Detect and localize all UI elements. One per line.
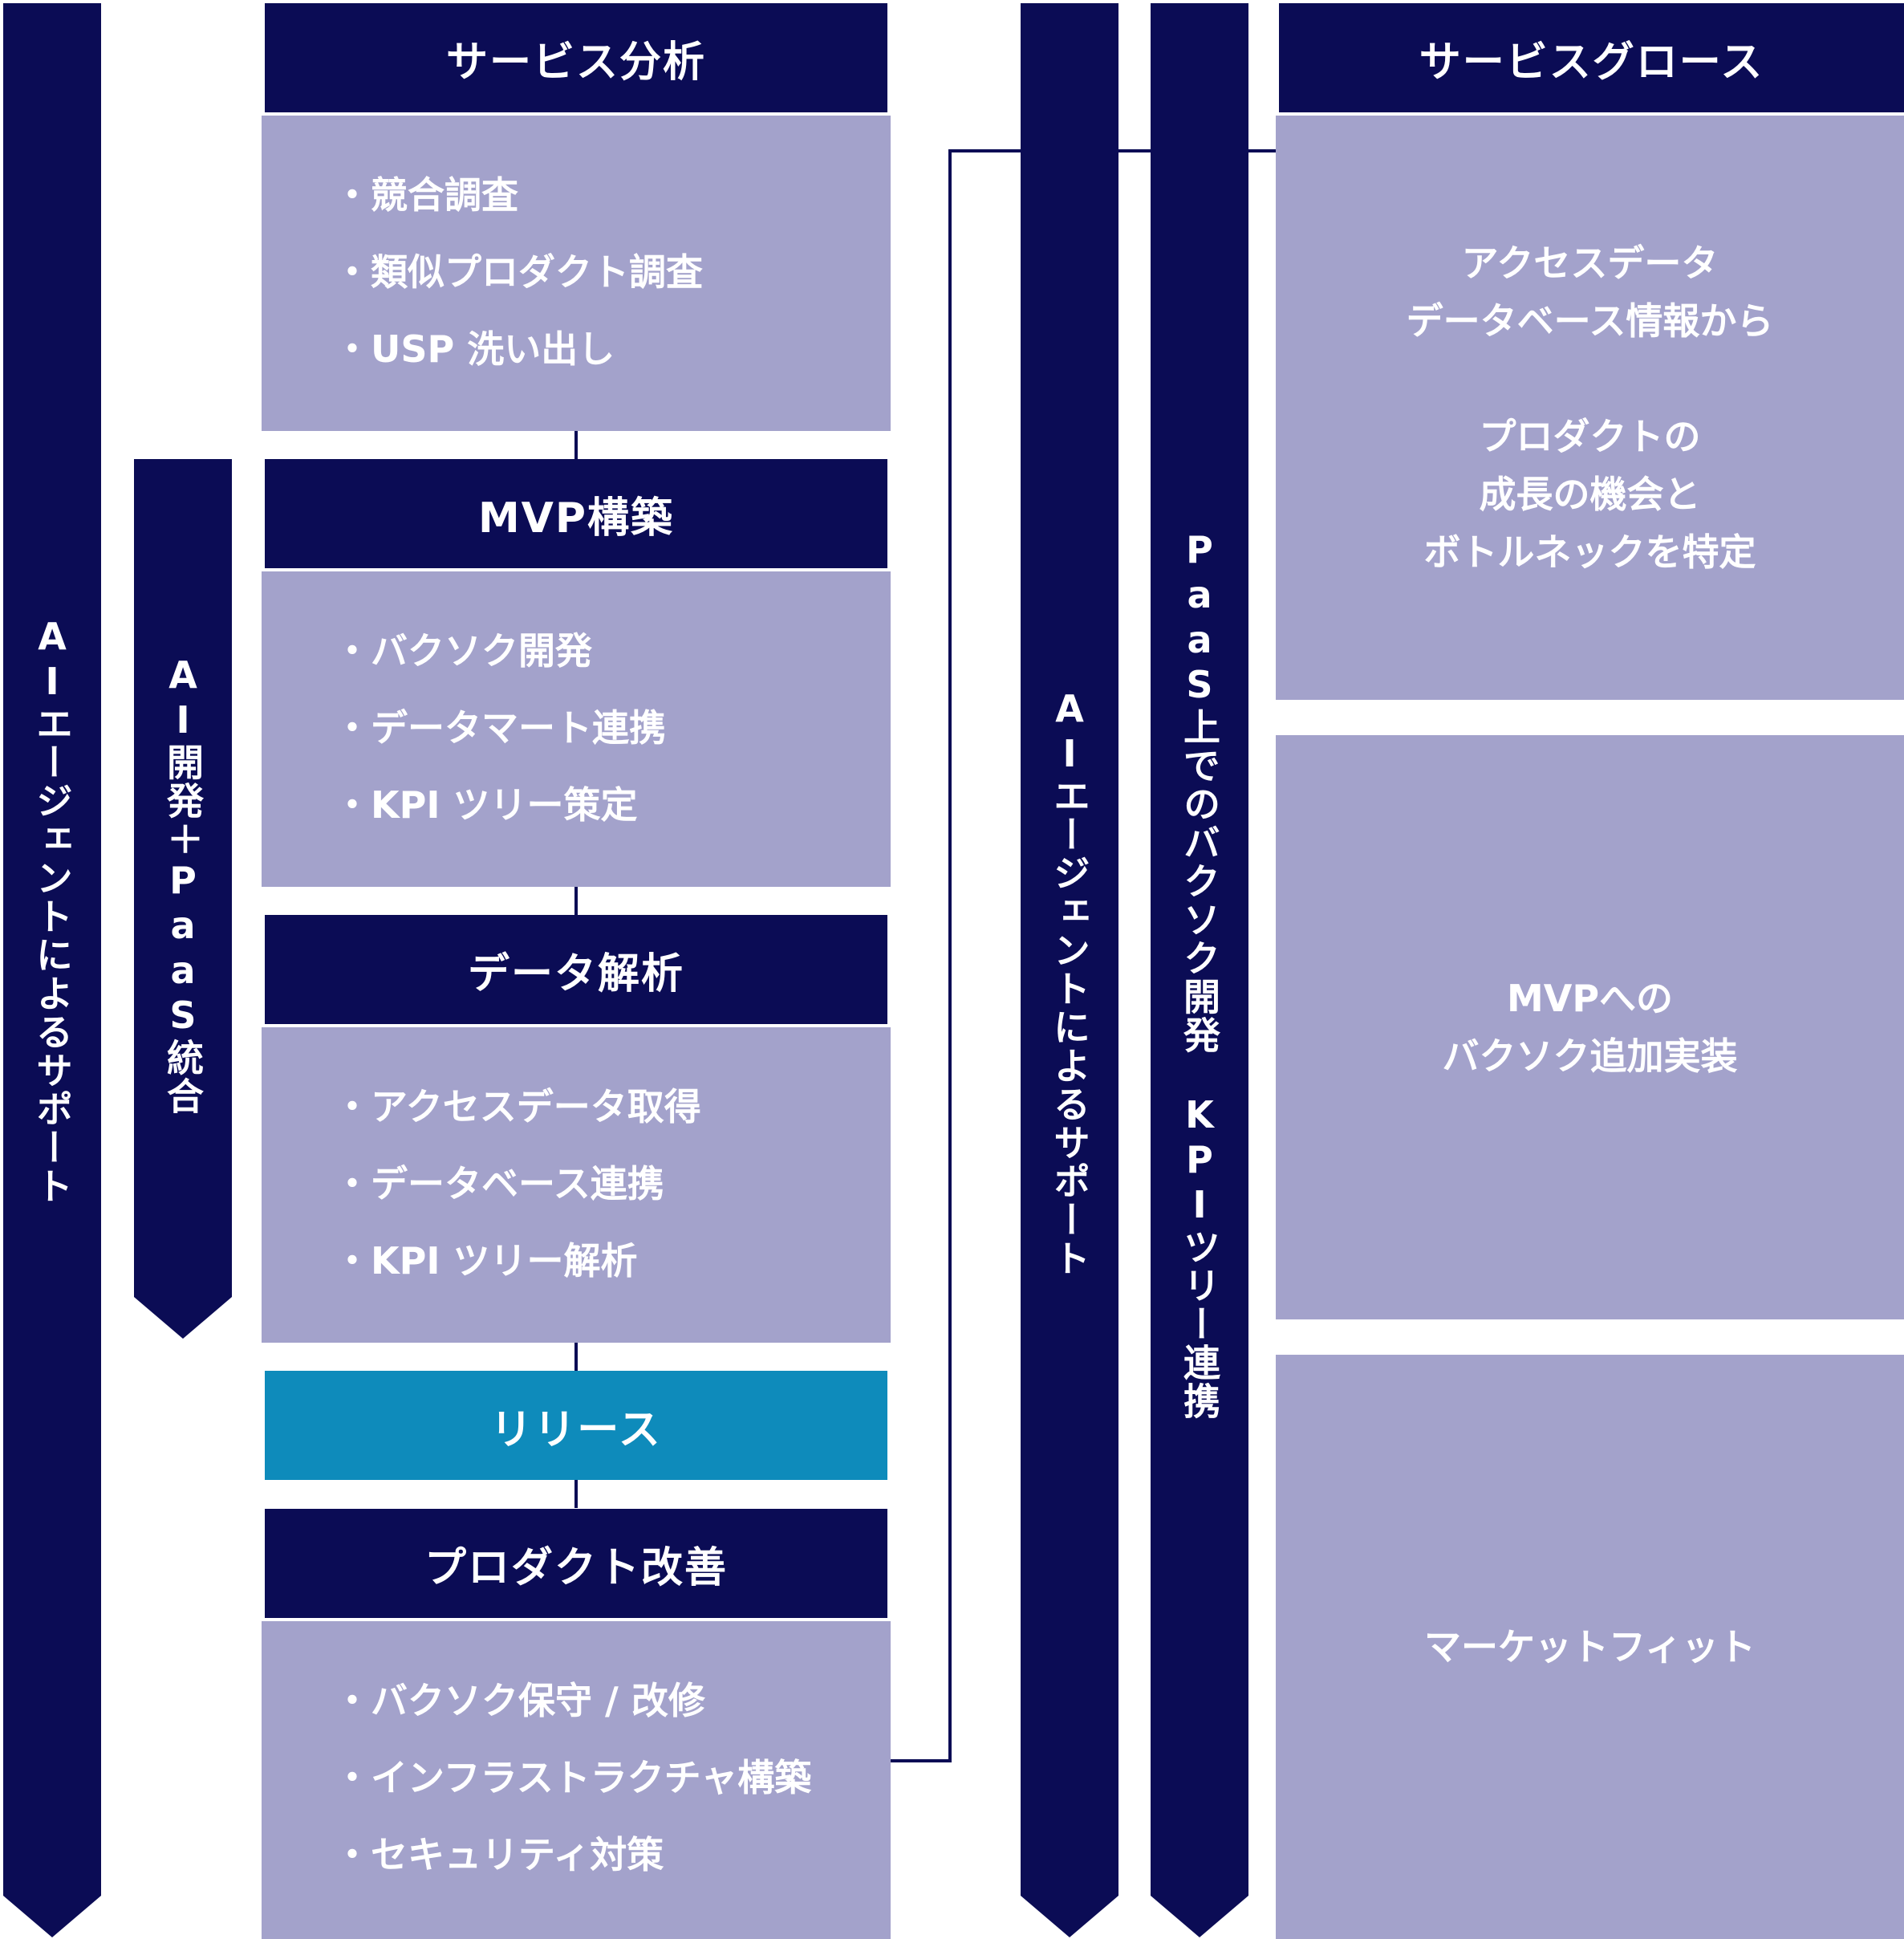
list-item: 類似プロダクト調査 xyxy=(334,246,891,323)
list-item: アクセスデータ取得 xyxy=(334,1080,891,1157)
connector-top-horizontal-2 xyxy=(1118,149,1151,152)
service-growth-box-2: MVPへの バクソク追加実装 xyxy=(1276,735,1904,1319)
paas-dev-arrow: PaaS上でのバクソク開発 KPIツリー連携 xyxy=(1151,3,1248,1937)
list-item: USP 洗い出し xyxy=(334,323,891,400)
mvp-body: バクソク開発 データマート連携 KPI ツリー策定 xyxy=(262,571,891,887)
growth-line: MVPへの xyxy=(1506,977,1674,1020)
data-analysis-body: アクセスデータ取得 データベース連携 KPI ツリー解析 xyxy=(262,1027,891,1343)
product-improvement-body: バクソク保守 / 改修 インフラストラクチャ構築 セキュリティ対策 xyxy=(262,1621,891,1939)
growth-line: マーケットフィット xyxy=(1423,1625,1756,1669)
connector-release-improvement xyxy=(574,1479,578,1508)
right-support-arrow: AIエージェントによるサポート xyxy=(1021,3,1118,1937)
paas-dev-label: PaaS上でのバクソク開発 KPIツリー連携 xyxy=(1178,528,1221,1421)
list-item: データマート連携 xyxy=(334,701,891,778)
growth-line: 成長の機会と xyxy=(1479,473,1701,516)
list-item: インフラストラクチャ構築 xyxy=(334,1751,891,1828)
release-header: リリース xyxy=(265,1371,887,1480)
data-analysis-header: データ解析 xyxy=(265,915,887,1024)
service-growth-box-3: マーケットフィット xyxy=(1276,1355,1904,1939)
list-item: KPI ツリー策定 xyxy=(334,778,891,856)
list-item: データベース連携 xyxy=(334,1157,891,1234)
ai-paas-label: AI開発＋PaaS統合 xyxy=(161,653,205,1116)
connector-top-horizontal-1 xyxy=(948,149,1021,152)
growth-line: バクソク追加実装 xyxy=(1442,1035,1738,1078)
service-analysis-header: サービス分析 xyxy=(265,3,887,112)
service-growth-box-1: アクセスデータ データベース情報から プロダクトの 成長の機会と ボトルネックを… xyxy=(1276,116,1904,700)
connector-top-horizontal-3 xyxy=(1248,149,1276,152)
connector-vertical xyxy=(948,149,952,1762)
connector-analysis-mvp xyxy=(574,431,578,460)
connector-mvp-data xyxy=(574,887,578,916)
ai-paas-arrow: AI開発＋PaaS統合 xyxy=(134,459,232,1339)
right-support-label: AIエージェントによるサポート xyxy=(1048,687,1091,1278)
list-item: バクソク開発 xyxy=(334,624,891,701)
list-item: 競合調査 xyxy=(334,169,891,246)
growth-line: プロダクトの xyxy=(1479,415,1701,458)
left-support-arrow: AIエージェントによるサポート xyxy=(3,3,101,1937)
list-item: バクソク保守 / 改修 xyxy=(334,1674,891,1751)
growth-line: アクセスデータ xyxy=(1461,242,1719,285)
service-analysis-body: 競合調査 類似プロダクト調査 USP 洗い出し xyxy=(262,116,891,431)
left-support-label: AIエージェントによるサポート xyxy=(30,615,74,1205)
list-item: セキュリティ対策 xyxy=(334,1828,891,1905)
growth-line: データベース情報から xyxy=(1406,299,1774,343)
connector-data-release xyxy=(574,1343,578,1372)
product-improvement-header: プロダクト改善 xyxy=(265,1509,887,1618)
growth-line: ボトルネックを特定 xyxy=(1423,530,1756,574)
list-item: KPI ツリー解析 xyxy=(334,1234,891,1311)
service-growth-header: サービスグロース xyxy=(1279,3,1904,112)
connector-improvement-horizontal xyxy=(891,1759,952,1762)
mvp-header: MVP構築 xyxy=(265,459,887,568)
